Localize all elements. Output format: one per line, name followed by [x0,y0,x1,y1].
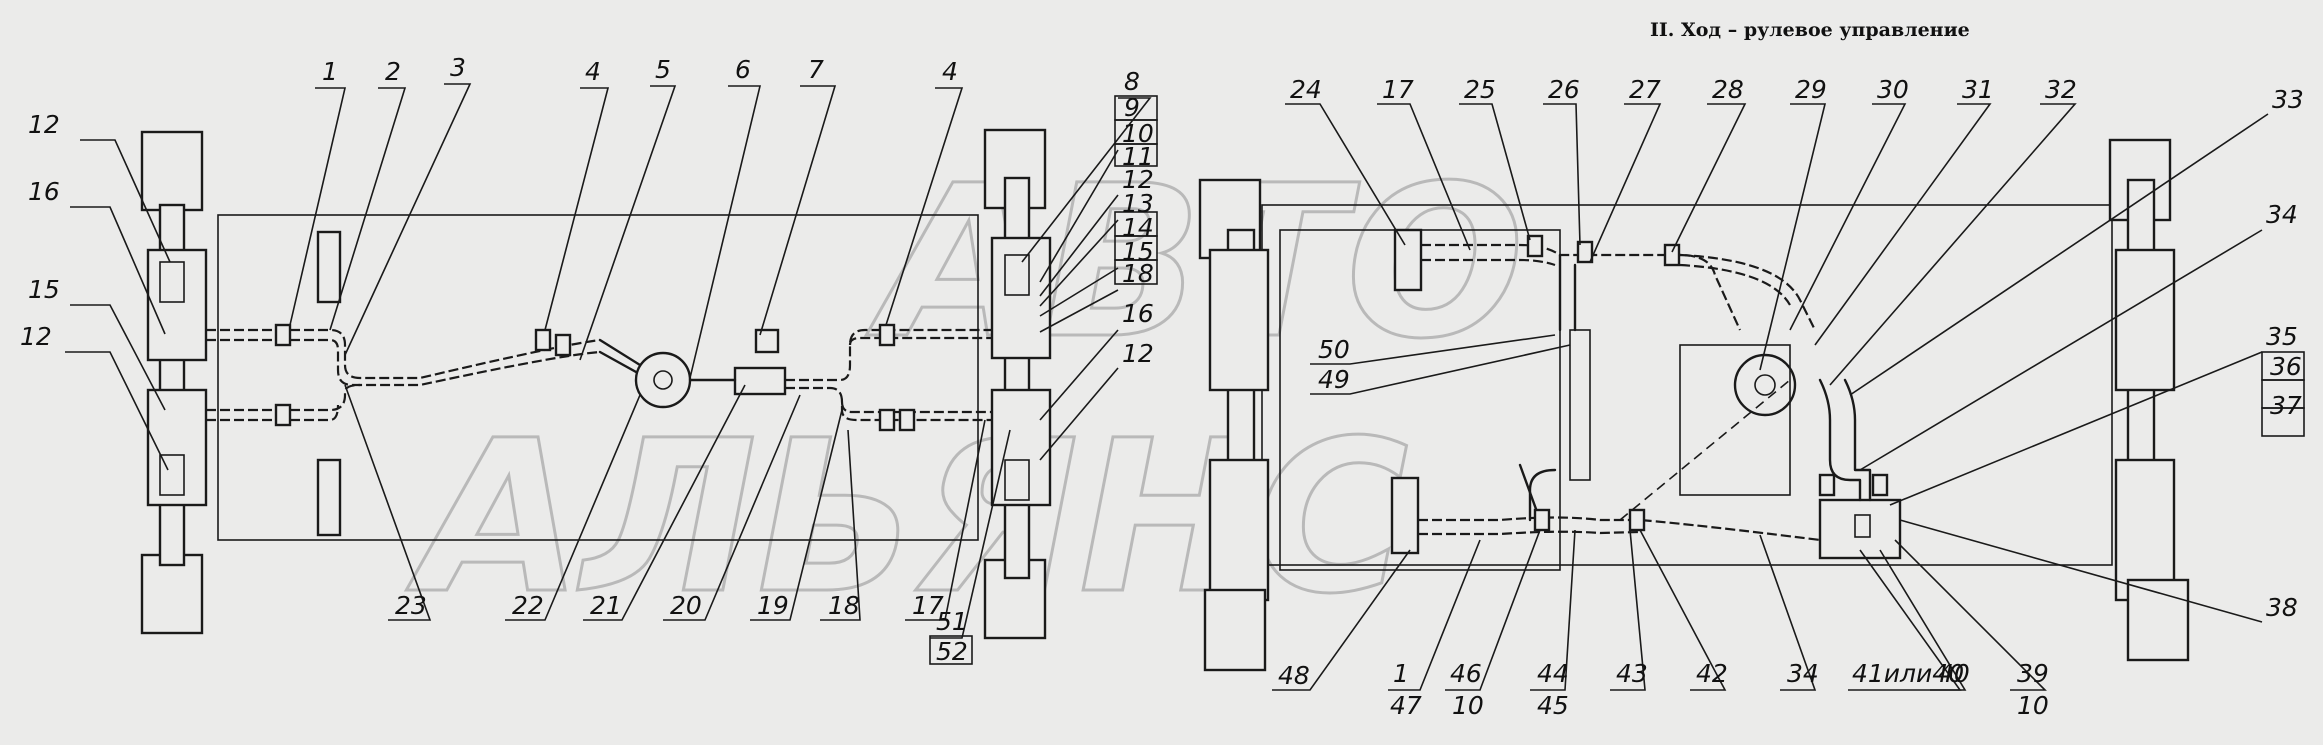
callout-label: 50 [1318,335,1350,364]
callout-label: 30 [1877,75,1909,104]
watermark-line1: АВТО [866,140,1524,385]
callout-label: 52 [936,637,968,666]
steering-circle [1733,353,1797,417]
callout-label: 23 [395,591,427,620]
callout-label: 7 [808,55,824,84]
callout-label: 12 [1122,339,1154,368]
callout-label: 12 [20,322,52,351]
right-leaders [1272,103,2269,691]
callout-label: 18 [1122,259,1154,288]
callout-label: 46 [1450,659,1482,688]
right-fittings [1526,234,1889,532]
callout-label: 16 [1122,299,1154,328]
right-label-boxes [2261,351,2305,437]
callout-label: 22 [512,591,544,620]
callout-label: 37 [2270,391,2302,420]
callout-label: 34 [2266,200,2298,229]
callout-label: 27 [1629,75,1661,104]
callout-label: 15 [28,275,60,304]
right-valve-block [1818,498,1902,560]
callout-label: 14 [1122,213,1154,242]
callout-label: 13 [1122,189,1154,218]
callout-label: 47 [1390,691,1422,720]
callout-label: 4 [942,57,958,86]
callout-label: 41или40 [1852,659,1964,688]
callout-label: 16 [28,177,60,206]
callout-label: 45 [1537,691,1569,720]
callout-label: 36 [2270,352,2302,381]
left-fittings [274,323,916,432]
callout-label: 17 [1382,75,1414,104]
callout-label: 12 [1122,165,1154,194]
callout-label: 4 [585,57,601,86]
callout-label: 3 [450,53,466,82]
callout-label: 6 [735,55,751,84]
left-wheel-top [140,130,204,212]
left-wheel-bottom [140,553,204,635]
callout-label: 8 [1124,67,1140,96]
callout-label: 35 [2266,322,2298,351]
callout-label: 11 [1122,142,1154,171]
callout-label: 34 [1787,659,1819,688]
callout-label: 2 [385,57,401,86]
callout-label: 1 [322,57,338,86]
callout-label: 21 [590,591,622,620]
callout-label: 49 [1318,365,1350,394]
callout-label: 19 [757,591,789,620]
callout-label: 25 [1464,75,1496,104]
callout-label: 10 [1452,691,1484,720]
callout-label: 44 [1537,659,1569,688]
callout-label: 51 [936,607,968,636]
callout-label: 15 [1122,237,1154,266]
callout-label: 10 [1122,119,1154,148]
left-front-cylinder-top [146,248,208,362]
callout-label: 12 [28,110,60,139]
callout-label: 10 [2017,691,2049,720]
callout-label: 20 [670,591,702,620]
callout-label: 17 [912,591,944,620]
left-rear-cylinder-top [990,236,1052,360]
callout-label: 33 [2272,85,2304,114]
callout-label: 29 [1795,75,1827,104]
callout-label: 39 [2017,659,2049,688]
callout-label: 40 [1938,659,1970,688]
callout-label: 48 [1278,661,1310,690]
callout-label: 9 [1124,93,1140,122]
callout-label: 26 [1548,75,1580,104]
right-chassis [1198,103,2305,691]
callout-label: 28 [1712,75,1744,104]
callout-label: 24 [1290,75,1322,104]
left-rear-cylinder-bottom [990,388,1052,507]
callout-label: 31 [1962,75,1994,104]
callout-label: 32 [2045,75,2077,104]
callout-label: 42 [1696,659,1728,688]
callout-label: 18 [828,591,860,620]
left-chassis [65,83,1158,665]
callout-label: 5 [655,55,671,84]
diagram-title: II. Ход – рулевое управление [1650,19,1970,41]
callout-label: 43 [1616,659,1648,688]
left-label-boxes [929,95,1158,665]
left-leaders [65,83,1152,639]
callout-label: 38 [2266,593,2298,622]
callout-label: 1 [1393,659,1409,688]
